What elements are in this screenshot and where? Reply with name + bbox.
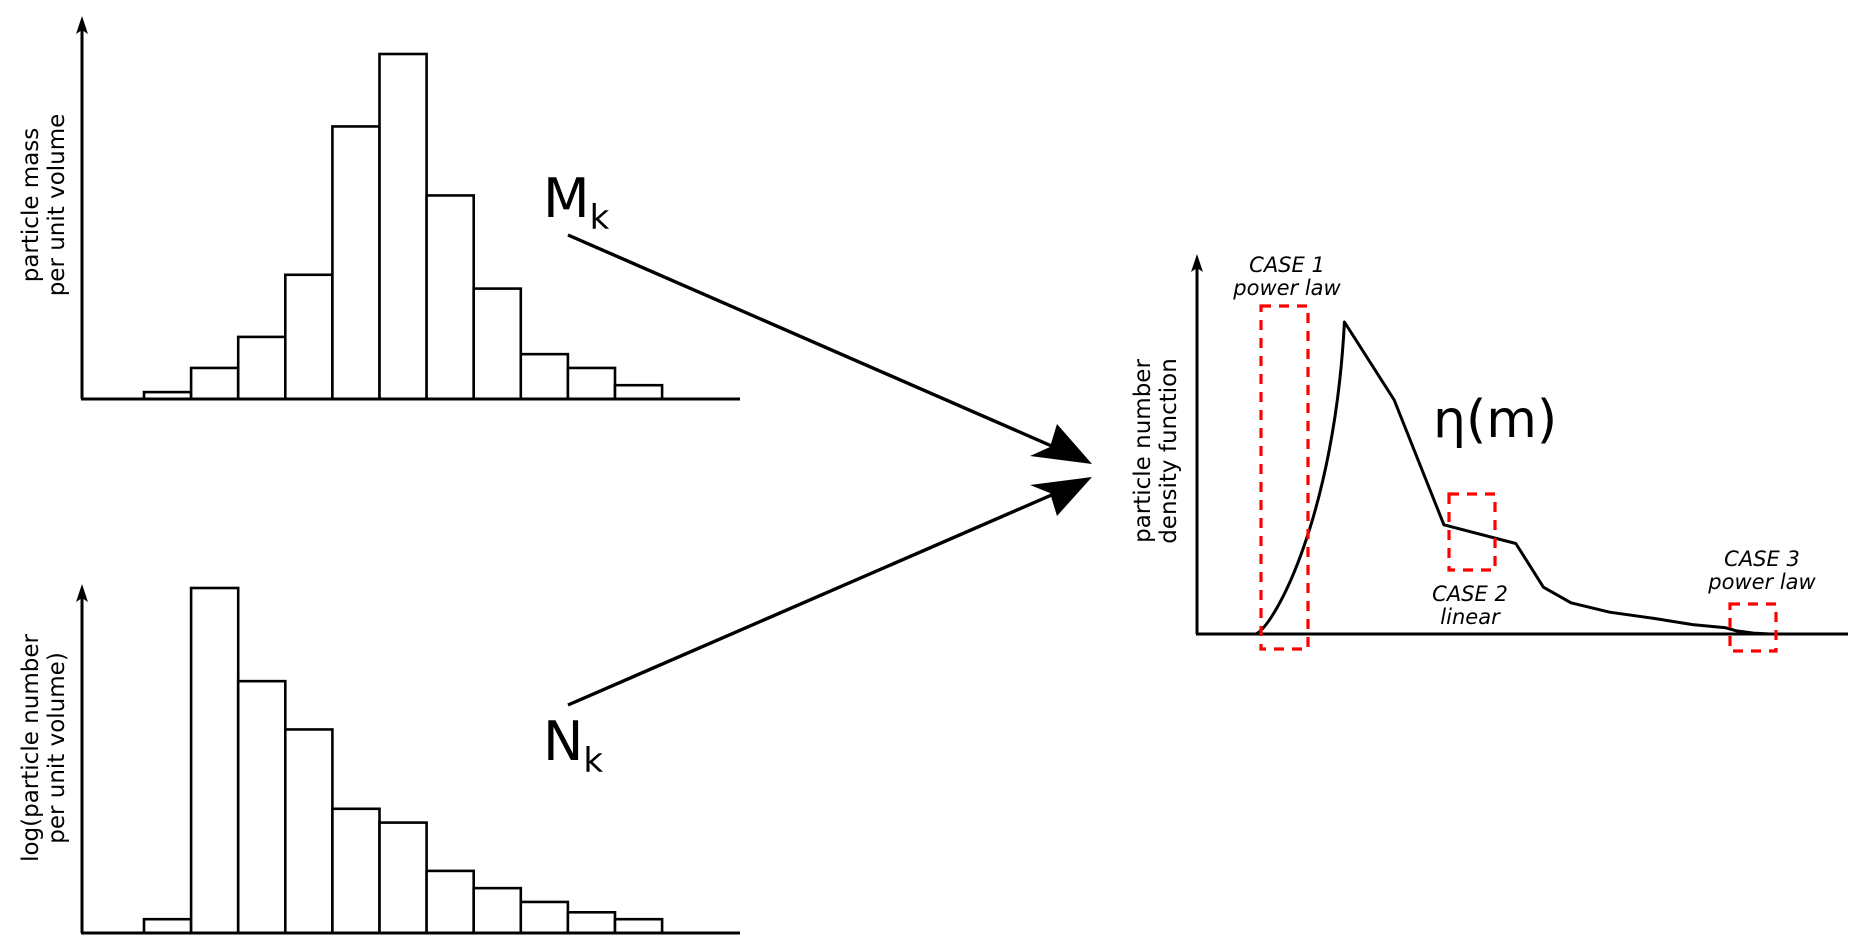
mk-label: Mk (543, 167, 610, 238)
case1-highlight-box (1259, 304, 1310, 651)
case2-subtitle: linear (1440, 605, 1501, 629)
density-plot: particle number density function η(m) CA… (1130, 253, 1848, 653)
mk-flow-arrow (567, 233, 1092, 464)
density-curve (1255, 320, 1771, 636)
bottom-histogram-bar-2 (189, 586, 240, 935)
top-histogram-bar-7 (425, 194, 476, 401)
bottom-histogram-bars (142, 586, 664, 935)
bottom-histogram-bar-10 (566, 910, 617, 935)
top-histogram: particle mass per unit volume (18, 16, 740, 401)
top-ylabel-line1: particle mass (18, 128, 44, 283)
case1-subtitle: power law (1232, 276, 1341, 300)
mk-subscript: k (590, 198, 610, 238)
top-histogram-bars (142, 52, 664, 401)
mk-arrow-head-icon (1030, 424, 1092, 464)
top-histogram-bar-11 (613, 383, 664, 401)
bottom-histogram-bar-8 (472, 886, 523, 935)
mk-arrow-line (567, 233, 1071, 456)
bottom-histogram-bar-4 (283, 728, 334, 935)
bottom-histogram-bar-3 (236, 679, 287, 935)
case2-title: CASE 2 (1432, 582, 1508, 606)
top-histogram-bar-5 (331, 125, 381, 401)
top-histogram-bar-3 (236, 335, 287, 401)
case3-highlight-box (1728, 602, 1778, 653)
bottom-y-axis-arrow-icon (76, 584, 88, 602)
top-histogram-bar-10 (566, 366, 617, 401)
bottom-histogram-bar-5 (331, 807, 381, 935)
case1-title: CASE 1 (1249, 253, 1325, 277)
mk-symbol: M (543, 167, 590, 230)
density-ylabel-line1: particle number (1130, 359, 1156, 543)
nk-flow-arrow (567, 477, 1092, 707)
nk-subscript: k (583, 741, 603, 781)
case3-subtitle: power law (1707, 570, 1816, 594)
case2-highlight-box (1447, 492, 1497, 572)
bottom-histogram-bar-11 (613, 917, 664, 935)
bottom-histogram-bar-6 (378, 821, 428, 935)
density-y-axis-arrow-icon (1191, 254, 1203, 272)
bottom-histogram: log(particle number per unit volume) (18, 584, 740, 935)
nk-symbol: N (543, 710, 583, 773)
top-histogram-bar-4 (283, 273, 334, 401)
case3-title: CASE 3 (1724, 547, 1800, 571)
bottom-histogram-bar-9 (519, 900, 570, 935)
top-histogram-bar-2 (189, 366, 240, 401)
top-histogram-bar-9 (519, 352, 570, 401)
bottom-histogram-bar-1 (142, 917, 193, 935)
top-y-axis-arrow-icon (76, 16, 88, 34)
nk-arrow-line (567, 485, 1071, 707)
nk-label: Nk (543, 710, 603, 781)
top-histogram-bar-6 (378, 52, 428, 401)
eta-function-label: η(m) (1433, 390, 1557, 450)
nk-arrow-head-icon (1030, 477, 1092, 516)
bottom-histogram-bar-7 (425, 869, 476, 935)
bottom-ylabel-line1: log(particle number (18, 634, 44, 862)
density-ylabel-line2: density function (1156, 358, 1182, 544)
bottom-ylabel-line2: per unit volume) (44, 652, 70, 844)
top-ylabel-line2: per unit volume (44, 114, 70, 297)
top-histogram-bar-8 (472, 287, 523, 401)
